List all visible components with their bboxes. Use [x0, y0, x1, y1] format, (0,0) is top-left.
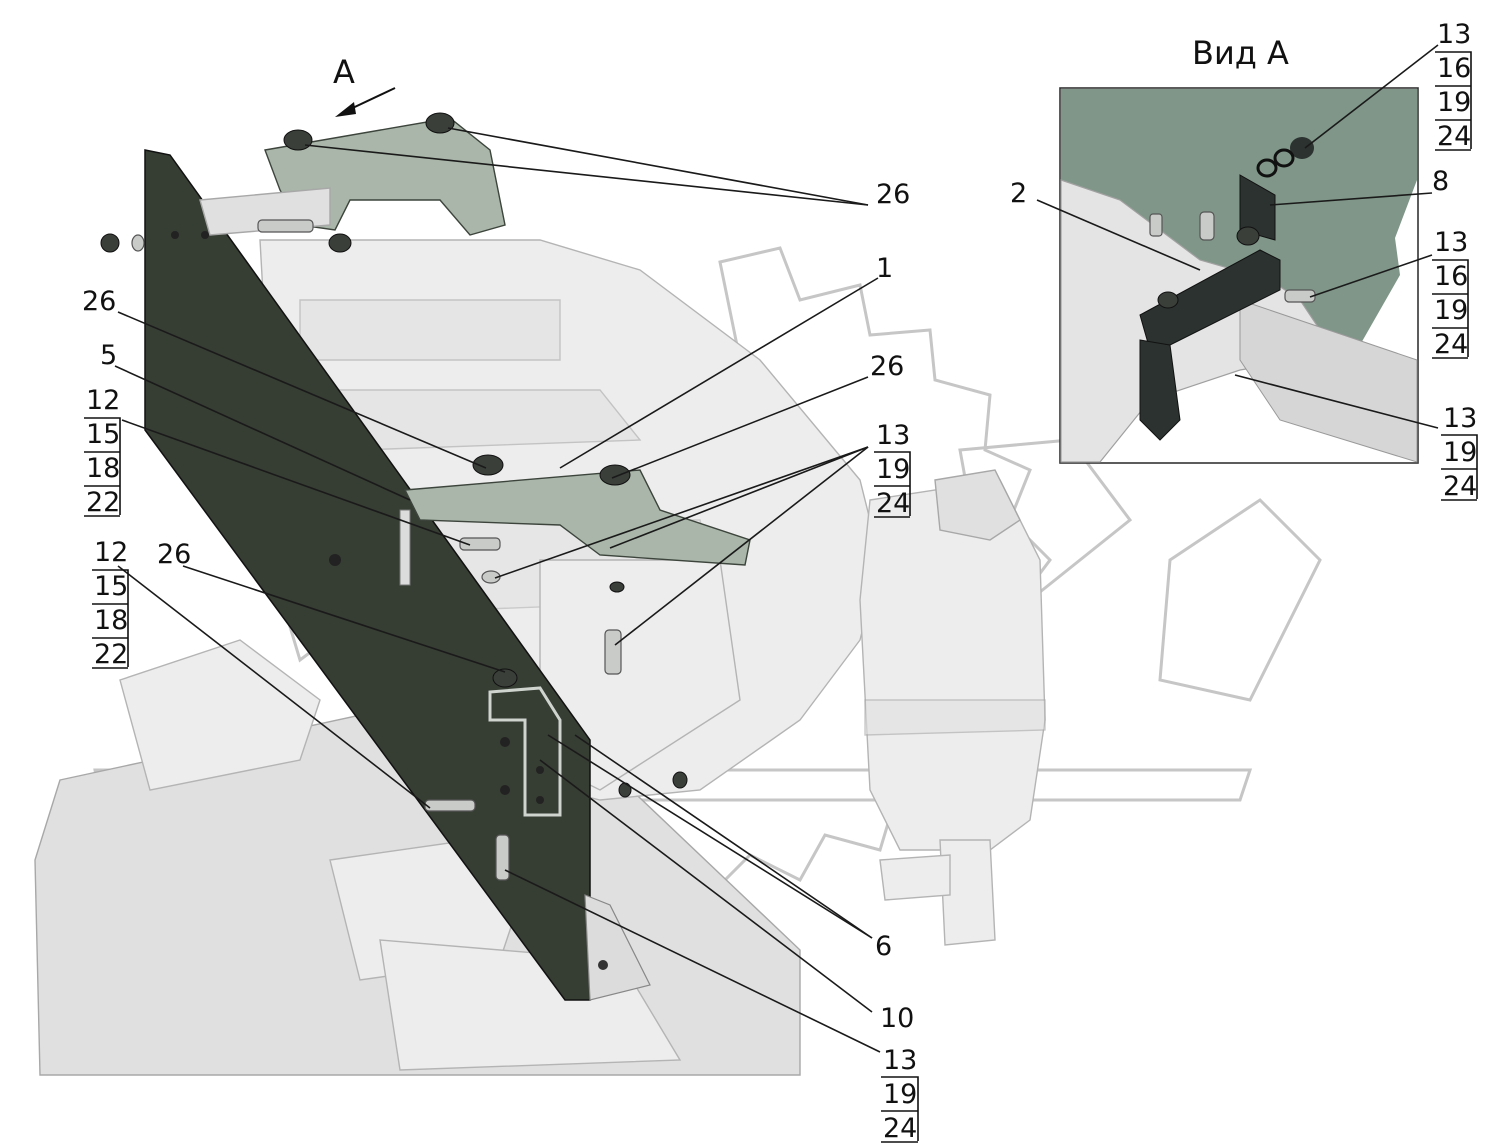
stack-item: 16	[1437, 53, 1471, 84]
stack-bottom: 13 19 24	[881, 1045, 919, 1144]
stack-item: 24	[1437, 121, 1471, 152]
stack-left-lower: 12 15 18 22	[92, 537, 129, 670]
stack-item: 19	[876, 454, 910, 485]
inset-title: Вид А	[1192, 34, 1289, 72]
middle-bracket	[399, 454, 751, 675]
stack-item: 12	[86, 385, 120, 416]
stack-item: 24	[1434, 329, 1468, 360]
leader-lines	[114, 44, 1439, 1053]
stack-left-upper: 12 15 18 22	[84, 385, 121, 518]
callout-5: 5	[100, 340, 117, 371]
stack-item: 13	[876, 420, 910, 451]
inset-view	[1059, 87, 1419, 464]
stack-item: 15	[86, 419, 120, 450]
stack-item: 19	[1437, 87, 1471, 118]
stack-inset-mid: 13 16 19 24	[1432, 227, 1469, 360]
stack-inset-top: 13 16 19 24	[1435, 19, 1472, 152]
stack-item: 13	[1434, 227, 1468, 258]
stack-item: 13	[883, 1045, 917, 1076]
stack-mid-right: 13 19 24	[874, 420, 911, 519]
stack-item: 18	[86, 453, 120, 484]
stack-item: 24	[876, 488, 910, 519]
stack-inset-low: 13 19 24	[1441, 403, 1478, 502]
callout-26-top: 26	[876, 179, 910, 210]
stack-item: 19	[883, 1079, 917, 1110]
lower-bracket	[424, 668, 688, 881]
view-arrow	[335, 87, 396, 117]
callout-2: 2	[1010, 178, 1027, 209]
stack-item: 22	[86, 487, 120, 518]
stack-item: 22	[94, 639, 128, 670]
callout-10: 10	[880, 1003, 914, 1034]
callout-8: 8	[1432, 166, 1449, 197]
view-arrow-label: A	[333, 53, 355, 91]
expansion-tank	[859, 469, 1046, 946]
stack-item: 19	[1434, 295, 1468, 326]
stack-item: 24	[1443, 471, 1477, 502]
stack-item: 12	[94, 537, 128, 568]
stack-item: 18	[94, 605, 128, 636]
callout-1: 1	[876, 253, 893, 284]
stack-item: 13	[1437, 19, 1471, 50]
stack-item: 13	[1443, 403, 1477, 434]
stack-item: 15	[94, 571, 128, 602]
callout-6: 6	[875, 931, 892, 962]
stack-item: 24	[883, 1113, 917, 1144]
callout-26-low: 26	[157, 539, 191, 570]
stack-item: 19	[1443, 437, 1477, 468]
callout-26-left: 26	[82, 286, 116, 317]
callout-26-mid: 26	[870, 351, 904, 382]
mounting-panel	[144, 149, 651, 1001]
stack-item: 16	[1434, 261, 1468, 292]
